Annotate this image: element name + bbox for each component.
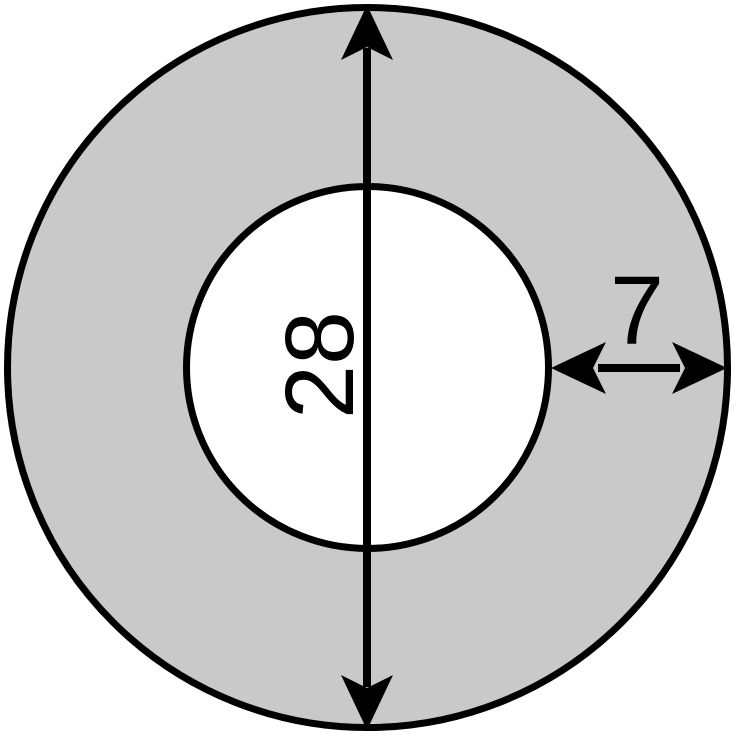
- horizontal-arrowhead-right-icon: [672, 342, 727, 394]
- vertical-arrowhead-bottom-icon: [341, 675, 393, 730]
- vertical-arrowhead-top-icon: [341, 5, 393, 60]
- outer-diameter-label: 28: [265, 311, 374, 419]
- ring-width-label: 7: [610, 256, 664, 365]
- horizontal-arrowhead-left-icon: [551, 342, 606, 394]
